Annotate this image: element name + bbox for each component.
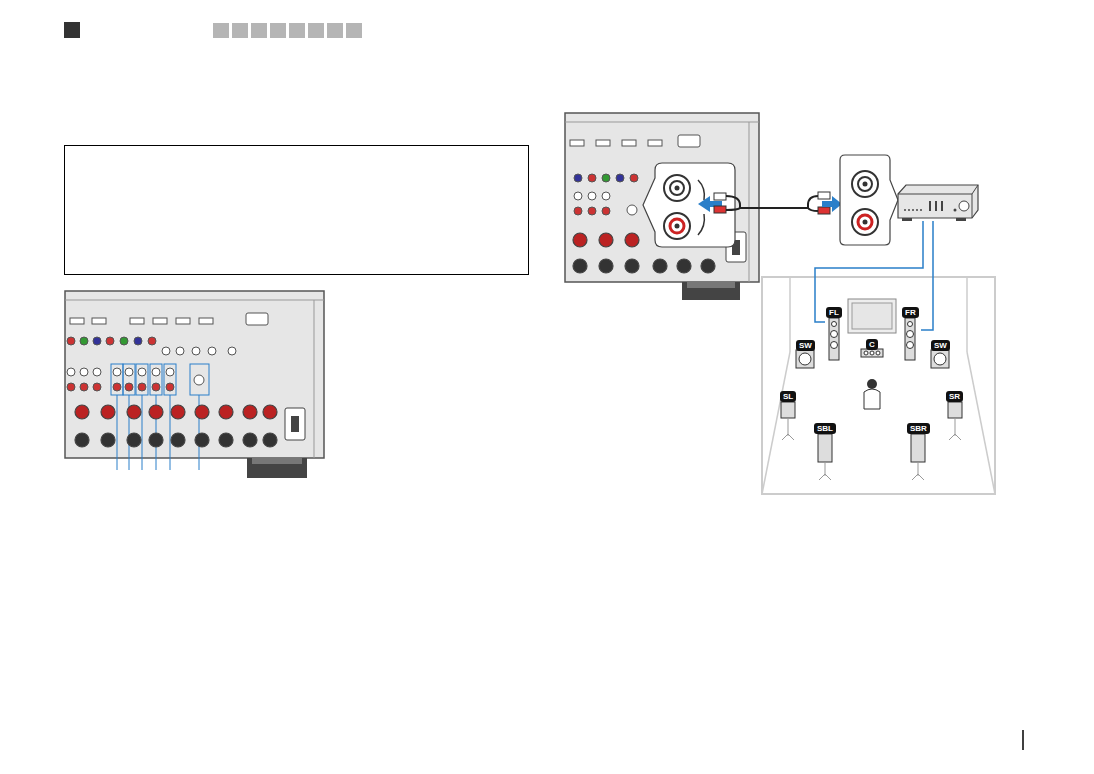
- speaker-tag: FR: [902, 307, 919, 318]
- redacted-heading: [213, 23, 362, 38]
- speaker-tag: FL: [826, 307, 842, 318]
- speaker-room: [762, 221, 995, 494]
- speaker-tag: SR: [946, 391, 963, 402]
- power-amplifier: [898, 185, 978, 221]
- speaker-label: SR: [949, 392, 960, 401]
- speaker-label: SBL: [817, 424, 833, 433]
- speaker-tag: SL: [780, 391, 796, 402]
- speaker-label: SW: [934, 341, 947, 350]
- receiver-rear-panel: [65, 291, 324, 478]
- speaker-label: SBR: [910, 424, 927, 433]
- speaker-label: FR: [905, 308, 916, 317]
- speaker-tag: SW: [931, 340, 950, 351]
- section-mark: [64, 22, 80, 38]
- receiver-rear-panel: [565, 113, 759, 300]
- speaker-tag: C: [866, 339, 878, 350]
- speaker-tag: SBR: [907, 423, 930, 434]
- speaker-tag: SBL: [814, 423, 836, 434]
- speaker-label: SW: [799, 341, 812, 350]
- amplifier-jacks: [840, 155, 898, 245]
- page-edge-mark: [1022, 730, 1024, 750]
- note-box: [65, 146, 529, 275]
- speaker-tag: SW: [796, 340, 815, 351]
- speaker-label: C: [869, 340, 875, 349]
- speaker-label: SL: [783, 392, 793, 401]
- rca-cable: [698, 192, 842, 214]
- speaker-label: FL: [829, 308, 839, 317]
